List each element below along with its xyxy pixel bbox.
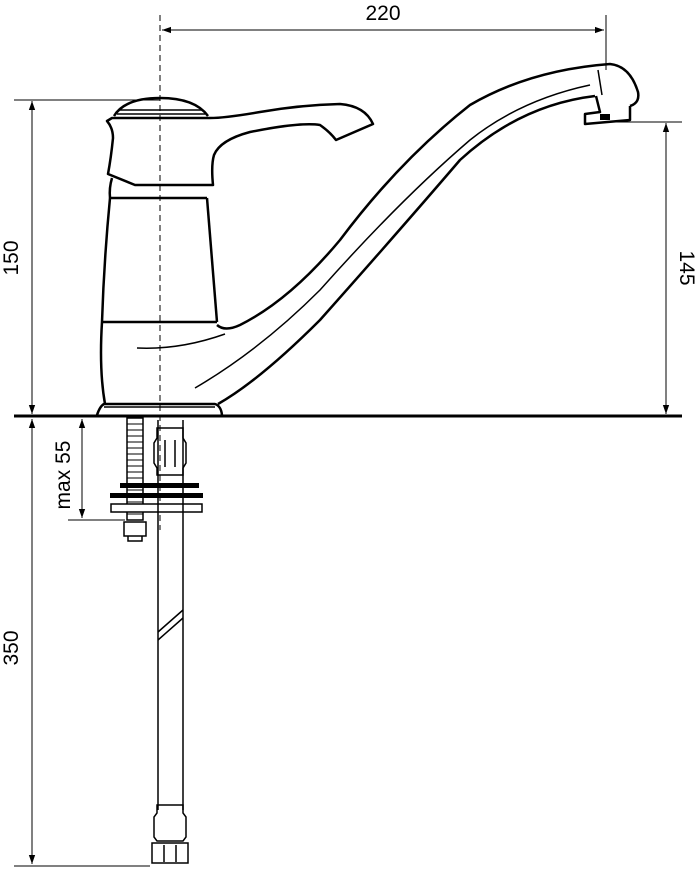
washers: [110, 483, 203, 513]
dimension-150: 150: [0, 99, 160, 414]
dimension-max-55: max 55: [52, 419, 125, 521]
dimension-label-350: 350: [0, 630, 23, 665]
mounting-stud: [123, 417, 147, 542]
dimension-label-max-55: max 55: [52, 441, 75, 510]
supply-hose: [151, 420, 189, 864]
dimension-label-220: 220: [365, 2, 400, 25]
faucet-body: [95, 62, 640, 416]
dimension-label-145: 145: [675, 250, 698, 285]
dimension-350: 350: [0, 419, 150, 867]
dimension-label-150: 150: [0, 240, 23, 275]
dimension-220: 220: [162, 2, 607, 70]
dimension-145: 145: [612, 121, 698, 414]
